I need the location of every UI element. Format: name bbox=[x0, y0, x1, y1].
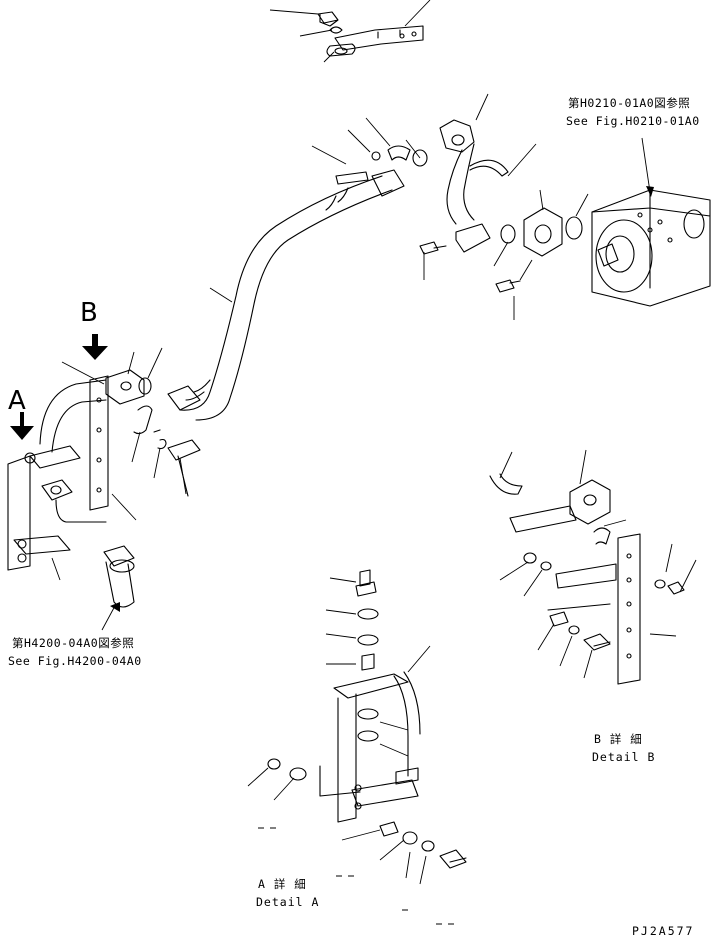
view-label-b: B bbox=[80, 298, 98, 328]
detail-a-caption-en: Detail A bbox=[256, 895, 320, 909]
detail-a-drawing bbox=[247, 569, 467, 925]
arrow-b bbox=[82, 334, 108, 360]
detail-b-drawing bbox=[489, 449, 697, 685]
pump-reference-en: See Fig.H0210-01A0 bbox=[566, 114, 700, 128]
detail-b-caption-en: Detail B bbox=[592, 750, 656, 764]
hose-reference-ja: 第H4200-04A0図参照 bbox=[12, 636, 135, 650]
detail-a-caption-ja: A 詳 細 bbox=[258, 877, 307, 891]
hydraulic-pump bbox=[591, 137, 711, 307]
hose-reference-en: See Fig.H4200-04A0 bbox=[8, 654, 142, 668]
pump-flange-fittings bbox=[419, 189, 589, 320]
drawing-code: PJ2A577 bbox=[632, 924, 695, 938]
arrow-a bbox=[10, 412, 34, 440]
view-label-a: A bbox=[8, 386, 26, 416]
upper-bent-pipe bbox=[439, 93, 537, 225]
left-pipe-assembly bbox=[7, 347, 201, 581]
pump-reference-ja: 第H0210-01A0図参照 bbox=[568, 96, 691, 110]
detail-b-caption-ja: B 詳 細 bbox=[594, 732, 643, 746]
hose-end-fitting bbox=[101, 545, 135, 631]
long-hose bbox=[167, 117, 428, 421]
top-bracket-assembly bbox=[269, 0, 431, 63]
